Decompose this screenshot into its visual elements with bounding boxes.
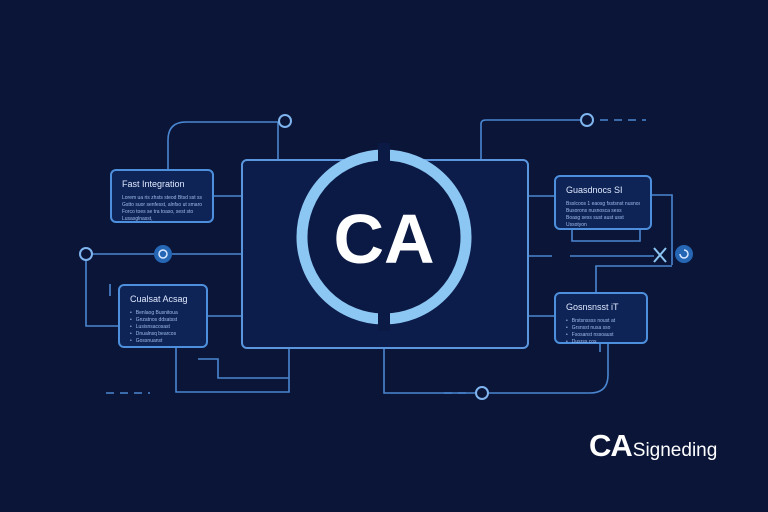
card-line: Boasg sess sust aust usst — [566, 215, 624, 221]
feature-card-top-right: Guasdnocs SI Bsslcoos 1 eaosg fsstsnst n… — [554, 175, 652, 230]
card-title: Cualsat Acsag — [130, 294, 188, 304]
card-line: Lorem ua ris zhsts steod Btsd sst sst — [122, 195, 202, 201]
brand-initials: CA — [589, 428, 633, 463]
dashed-accents — [106, 119, 646, 394]
feature-card-top-left: Fast Integration Lorem ua ris zhsts steo… — [110, 169, 214, 223]
card-line: Benlaog Busnitoua — [130, 310, 196, 317]
card-line: Fsosanst nssoaust — [566, 332, 636, 339]
brand-wordmark: CA Signeding — [589, 428, 717, 464]
card-line: Gossnuanst — [130, 338, 196, 345]
connector-node — [475, 386, 489, 400]
card-line: Dnualnsq bearcos — [130, 331, 196, 338]
scale-icon — [653, 247, 667, 263]
card-line: Gstto suor senfesst, alnfso ut smaro — [122, 202, 202, 208]
card-line: Lusasglnasst, — [122, 216, 153, 222]
card-line: Bsslcoos 1 eaosg fsstsnst nusnos — [566, 201, 640, 207]
refresh-icon — [675, 245, 693, 263]
card-title: Gosnsnsst iT — [566, 302, 619, 312]
card-line: Forco toes se tra toaso, sest sto — [122, 209, 194, 215]
card-line: Ussotyon — [566, 222, 587, 228]
card-line: Grsnsst nusa sso — [566, 325, 636, 332]
card-line: Lusisnsacosast — [130, 324, 196, 331]
connector-lines — [85, 119, 673, 394]
logo-ring — [383, 149, 472, 325]
feature-card-bottom-left: Cualsat Acsag Benlaog Busnitoua Gnzatnos… — [118, 284, 208, 348]
card-title: Fast Integration — [122, 179, 185, 189]
card-line: Gnzatnos ddsatsst — [130, 317, 196, 324]
feature-card-bottom-right: Gosnsnsst iT Brstsnssss noust at Grsnsst… — [554, 292, 648, 346]
card-line: Dusrss cos — [566, 339, 636, 346]
card-line: Busorons nusnosca sess — [566, 208, 622, 214]
card-title: Guasdnocs SI — [566, 185, 623, 195]
connector-node — [278, 114, 292, 128]
card-line: Brstsnssss noust at — [566, 318, 636, 325]
connector-node — [79, 247, 93, 261]
logo-text: CA — [333, 200, 434, 278]
brand-name: Signeding — [632, 440, 718, 461]
gear-icon — [154, 245, 172, 263]
connector-node — [580, 113, 594, 127]
